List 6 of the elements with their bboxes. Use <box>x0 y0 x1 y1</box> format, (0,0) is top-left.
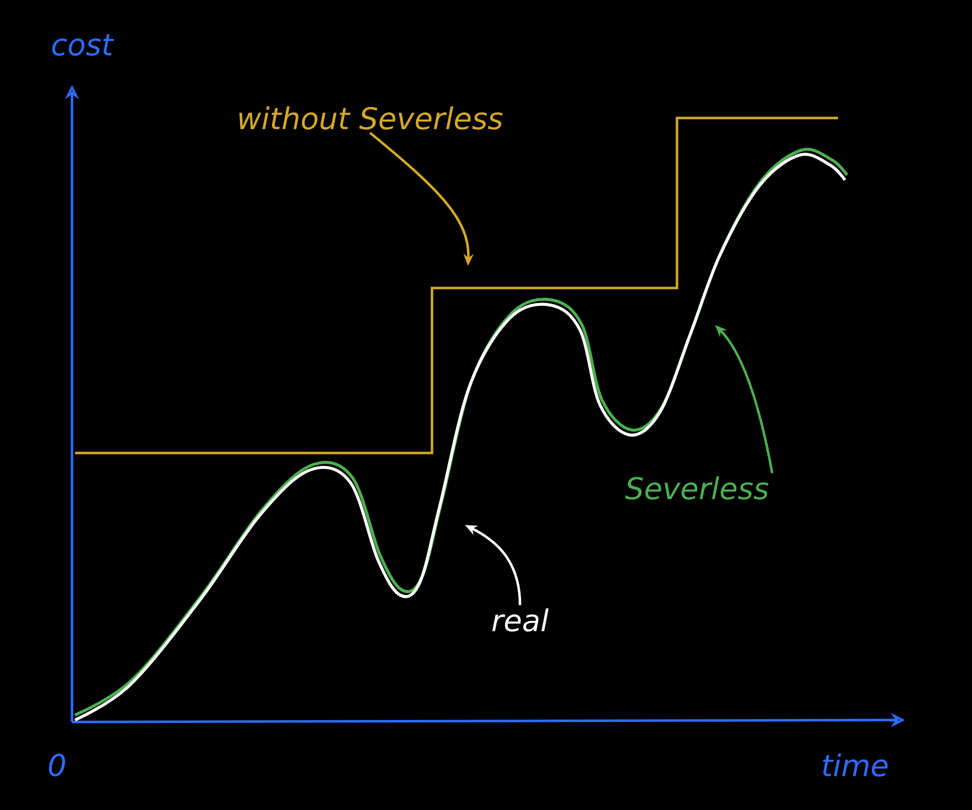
time-axis-label: time <box>823 753 888 777</box>
annotation-text: without Severless <box>239 106 503 130</box>
origin-label: 0 <box>48 754 66 776</box>
cost-axis-label: cost <box>52 34 114 56</box>
annotation-text: Severless <box>625 476 768 500</box>
annotation-text: real <box>492 608 549 632</box>
